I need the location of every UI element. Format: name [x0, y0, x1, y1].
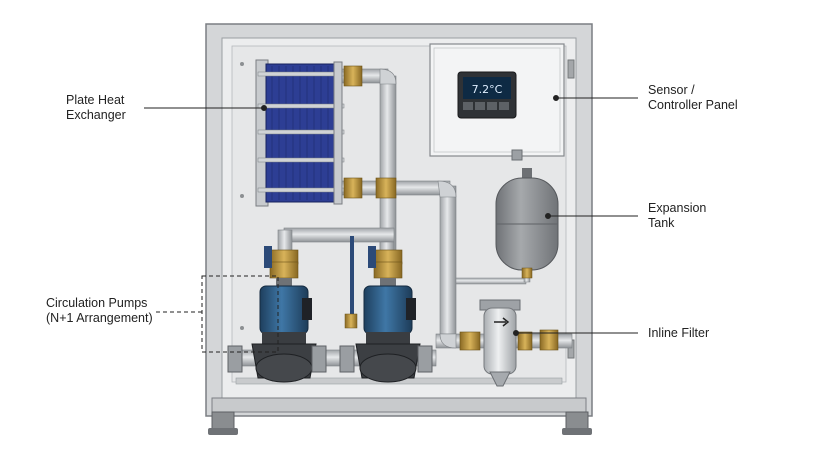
pump-bracket: [201, 275, 279, 353]
label-circulation-pumps: Circulation Pumps (N+1 Arrangement): [46, 296, 153, 325]
label-expansion-tank: Expansion Tank: [648, 201, 707, 230]
controller-panel: [429, 43, 565, 161]
pump-left: [227, 246, 327, 383]
label-plate-heat-exchanger: Plate Heat Exchanger: [66, 93, 126, 122]
leader-dot-heat-exchanger: [261, 105, 267, 111]
leader-lines: [144, 95, 638, 353]
controller-display-reading: 7.2°C: [472, 83, 503, 96]
label-sensor-controller-panel: Sensor / Controller Panel: [648, 83, 738, 112]
leader-dot-inline-filter: [513, 330, 519, 336]
leader-dot-expansion-tank: [545, 213, 551, 219]
label-inline-filter: Inline Filter: [648, 326, 710, 340]
expansion-tank: [495, 168, 559, 279]
inline-filter: [459, 299, 559, 387]
leader-dot-controller: [553, 95, 559, 101]
plate-heat-exchanger: [255, 59, 397, 207]
pump-right: [339, 246, 433, 383]
